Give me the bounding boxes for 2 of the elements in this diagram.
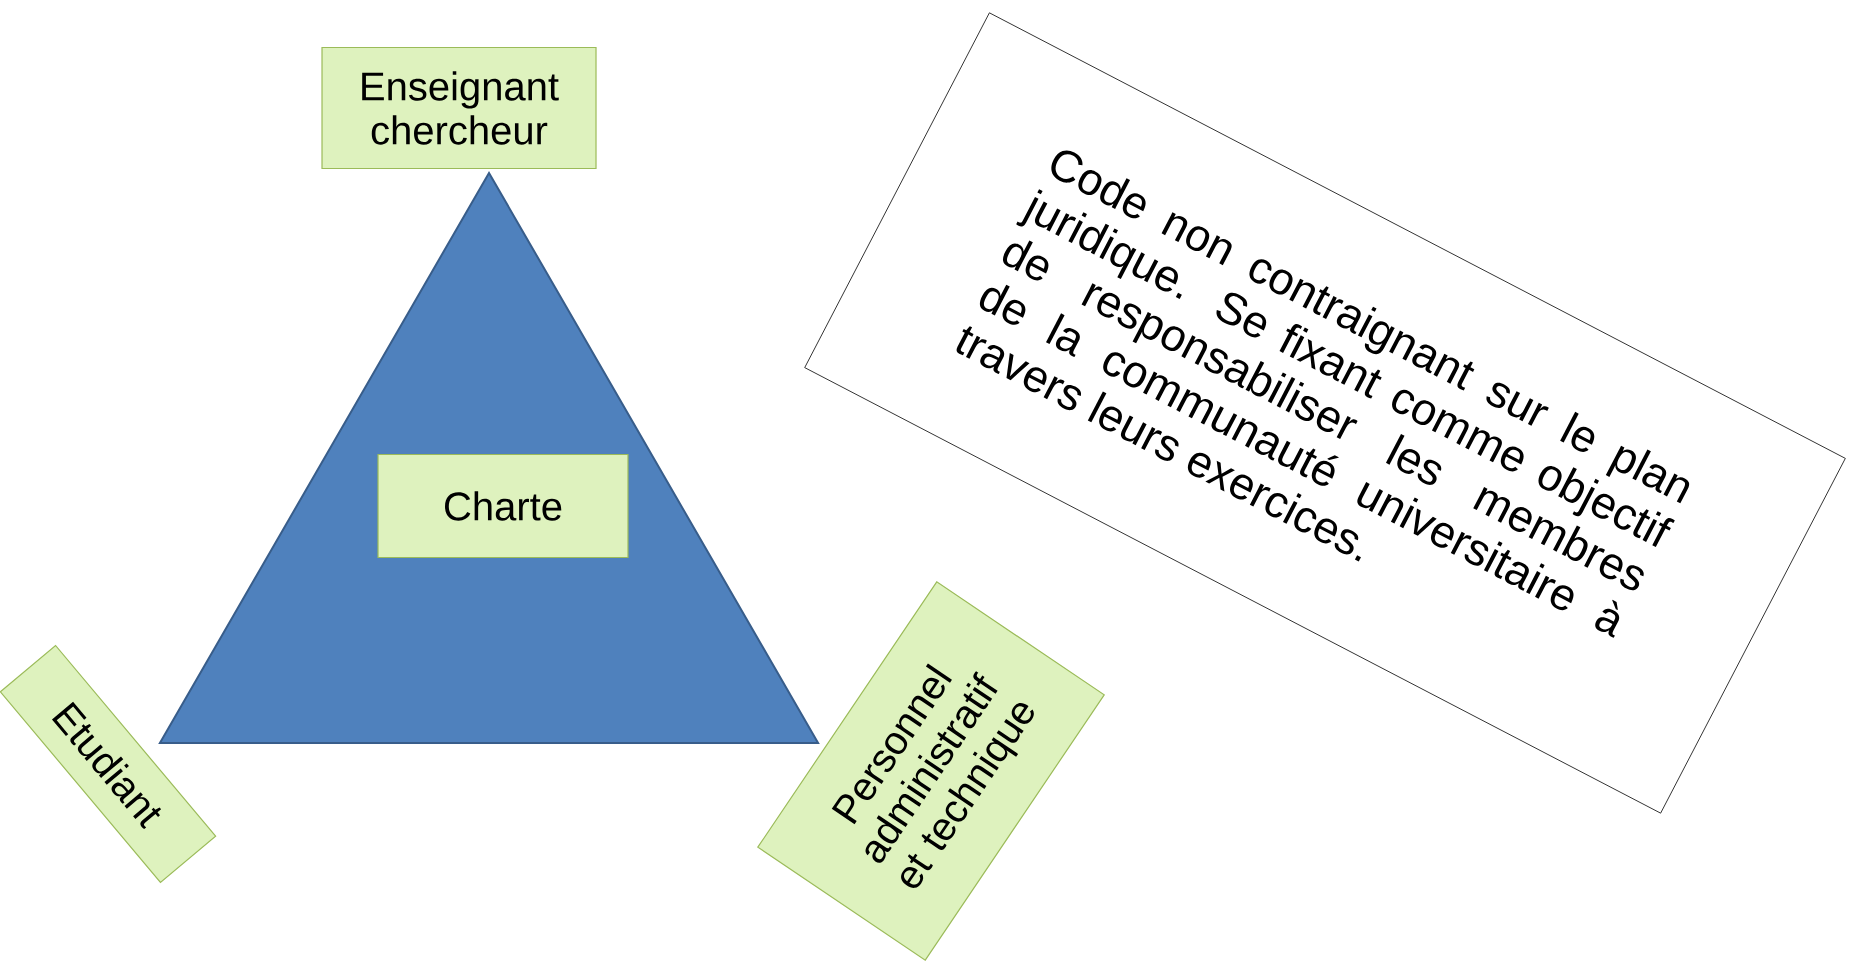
label-box: Charte bbox=[377, 453, 629, 559]
label-box: Enseignant chercheur bbox=[321, 46, 597, 170]
